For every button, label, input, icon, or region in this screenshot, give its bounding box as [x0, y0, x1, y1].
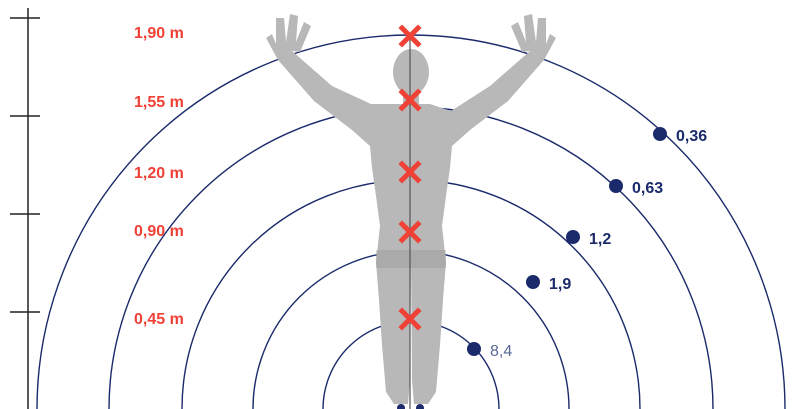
arc-dot: [566, 230, 580, 244]
cross-icon: [398, 88, 422, 112]
height-label: 0,90 m: [134, 223, 184, 240]
figure-hand-left: [266, 14, 311, 60]
arc-dot: [653, 127, 667, 141]
height-labels: 1,90 m 1,55 m 1,20 m 0,90 m 0,45 m: [134, 25, 184, 328]
figure-head: [393, 49, 429, 95]
cross-icon: [398, 307, 422, 331]
arc-dot: [526, 275, 540, 289]
figure-hip-shade: [376, 250, 446, 268]
human-silhouette-icon: [266, 14, 556, 409]
arc-value-label: 1,2: [589, 231, 611, 248]
arc-value-labels: 0,36 0,63 1,2 1,9 8,4: [490, 128, 707, 360]
height-label: 0,45 m: [134, 311, 184, 328]
height-label: 1,90 m: [134, 25, 184, 42]
figure-hand-right: [511, 14, 556, 60]
cross-icon: [398, 160, 422, 184]
arc-dot: [467, 342, 481, 356]
height-ruler: [10, 8, 40, 409]
foot-dot: [416, 404, 424, 409]
arc-dot: [609, 179, 623, 193]
measurement-markers: [398, 24, 422, 331]
height-label: 1,55 m: [134, 94, 184, 111]
arc-value-dots: [467, 127, 667, 356]
arc-ring: [252, 250, 570, 409]
cross-icon: [398, 220, 422, 244]
arc-value-label: 1,9: [549, 276, 571, 293]
arc-value-label: 0,63: [632, 180, 663, 197]
height-label: 1,20 m: [134, 165, 184, 182]
foot-dot: [397, 404, 405, 409]
arc-value-label: 8,4: [490, 343, 512, 360]
arc-ring: [322, 320, 500, 409]
arc-value-label: 0,36: [676, 128, 707, 145]
cross-icon: [398, 24, 422, 48]
